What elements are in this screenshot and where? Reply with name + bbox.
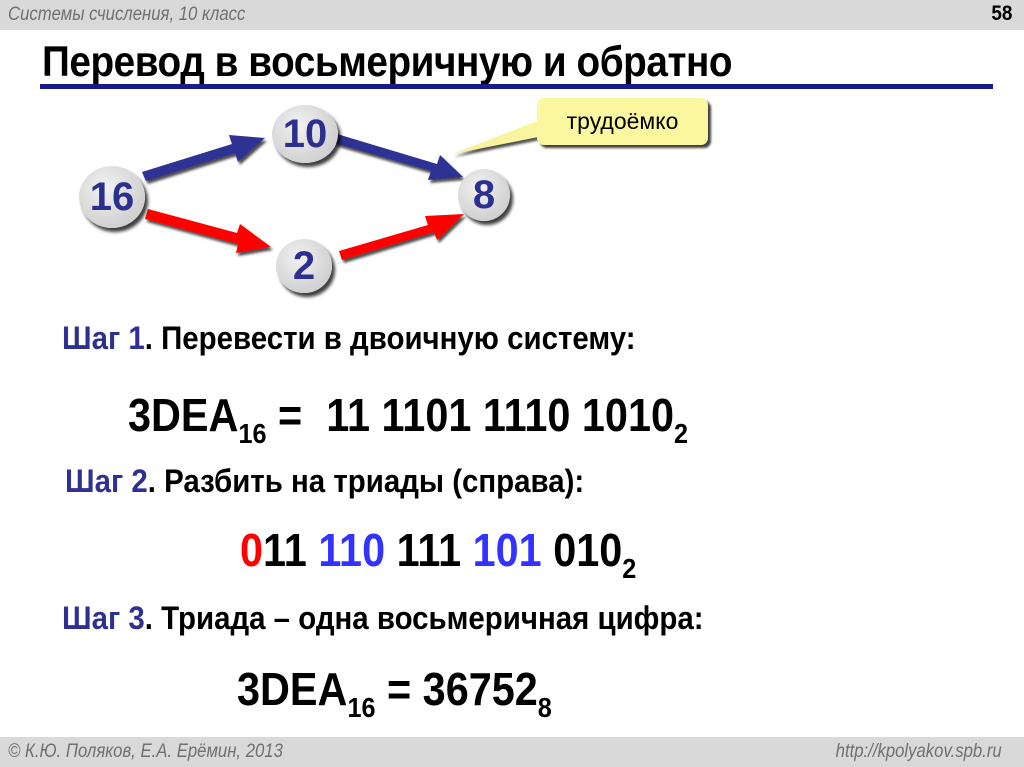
step-1: Шаг 1. Перевести в двоичную систему: — [62, 320, 636, 357]
conversion-diagram — [142, 118, 548, 260]
equation-hex-to-binary: 3DEA16 = 11 1101 1110 10102 — [128, 388, 688, 448]
step-label: Шаг 2 — [65, 463, 148, 499]
triad: 101 — [472, 524, 554, 576]
padding-zero: 0 — [240, 524, 264, 576]
arrow-2-to-8 — [339, 214, 464, 260]
node-base-2: 2 — [276, 239, 332, 293]
hex-number: 3DEA — [237, 663, 348, 715]
arrow-16-to-10 — [142, 135, 265, 181]
equation-triads: 011 110 111 101 0102 — [240, 523, 636, 583]
callout-text: трудоёмко — [566, 108, 679, 134]
hex-number: 3DEA — [128, 389, 239, 441]
step-text: . Перевести в двоичную систему: — [144, 320, 636, 356]
base-subscript: 2 — [622, 553, 637, 584]
step-text: . Триада – одна восьмеричная цифра: — [144, 600, 704, 636]
triad: 11 — [263, 524, 319, 576]
octal-number: 36752 — [422, 663, 538, 715]
node-base-16: 16 — [79, 166, 145, 228]
triad: 010 — [553, 524, 623, 576]
base-subscript: 16 — [347, 692, 376, 723]
header-bar: Системы счисления, 10 класс 58 — [0, 0, 1024, 30]
step-label: Шаг 3 — [62, 600, 145, 636]
footer-bar: © К.Ю. Поляков, Е.А. Ерёмин, 2013 http:/… — [0, 737, 1024, 767]
callout-laborious: трудоёмко — [537, 98, 708, 145]
step-2: Шаг 2. Разбить на триады (справа): — [65, 463, 584, 500]
base-subscript: 2 — [674, 418, 689, 449]
node-base-8: 8 — [458, 169, 510, 221]
equation-hex-to-octal: 3DEA16 = 367528 — [237, 662, 552, 722]
course-subject: Системы счисления, 10 класс — [8, 4, 246, 25]
step-text: . Разбить на триады (справа): — [147, 463, 585, 499]
node-label: 2 — [292, 243, 316, 288]
step-3: Шаг 3. Триада – одна восьмеричная цифра: — [62, 600, 704, 637]
node-label: 8 — [472, 172, 496, 217]
node-label: 10 — [282, 111, 328, 156]
title-underline — [40, 84, 993, 89]
base-subscript: 16 — [238, 418, 267, 449]
equals-sign: = — [266, 389, 314, 441]
website-link[interactable]: http://kpolyakov.spb.ru — [835, 741, 1002, 762]
equals-sign: = — [375, 663, 423, 715]
base-subscript: 8 — [537, 692, 552, 723]
copyright-authors: © К.Ю. Поляков, Е.А. Ерёмин, 2013 — [8, 741, 283, 762]
arrow-10-to-8 — [334, 134, 463, 180]
binary-number: 11 1101 1110 1010 — [326, 389, 675, 441]
slide-number: 58 — [990, 2, 1012, 25]
callout-pointer — [452, 118, 548, 154]
triad: 111 — [396, 524, 473, 576]
triad: 110 — [318, 524, 397, 576]
step-label: Шаг 1 — [62, 320, 145, 356]
arrow-16-to-2 — [145, 209, 271, 253]
node-base-10: 10 — [272, 105, 338, 163]
slide-title: Перевод в восьмеричную и обратно — [42, 38, 733, 86]
node-label: 16 — [89, 174, 135, 219]
